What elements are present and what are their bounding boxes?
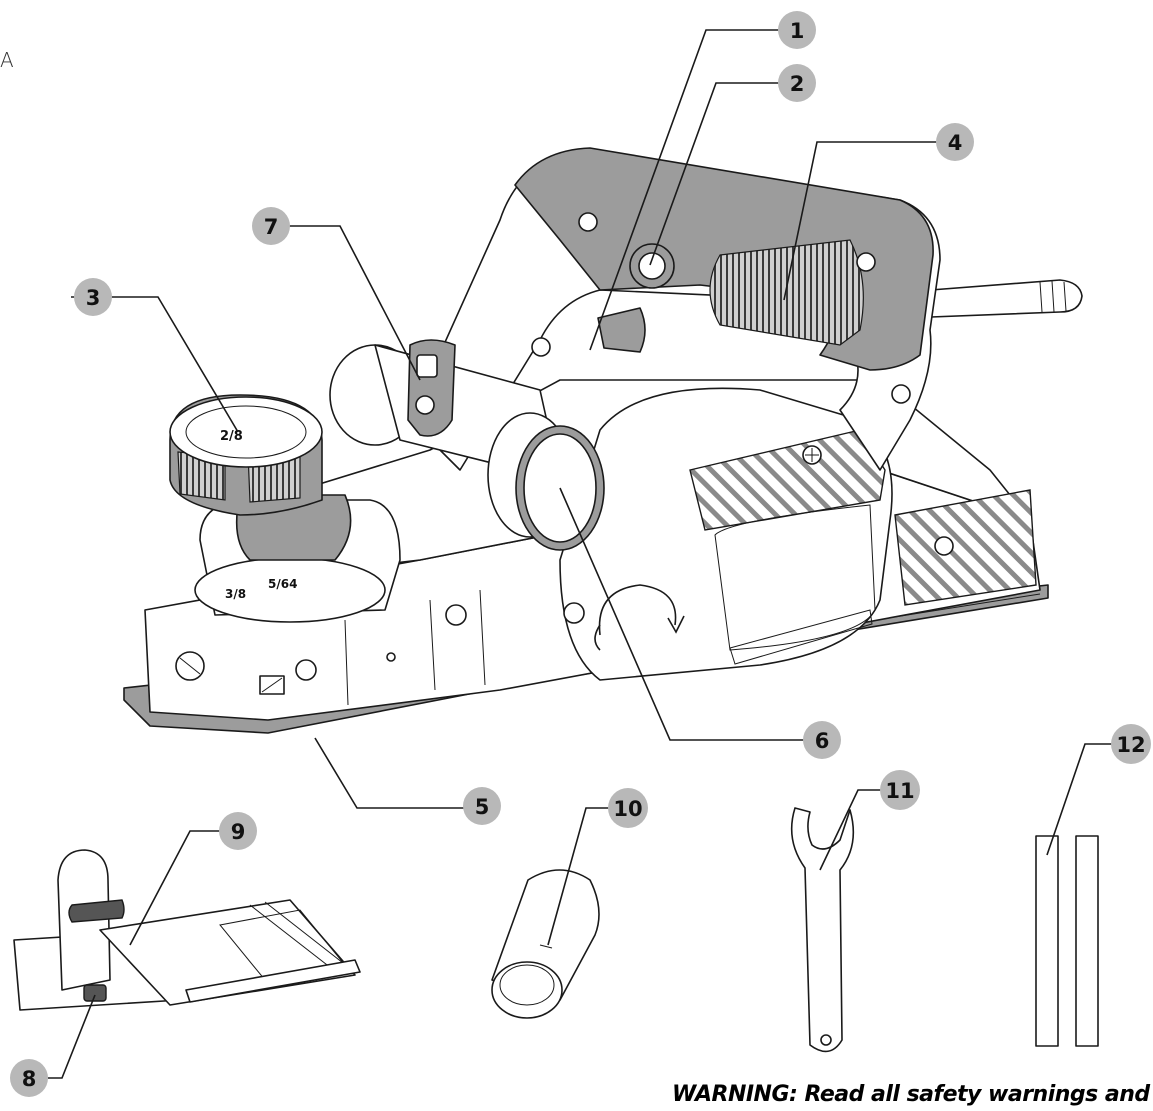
callout-4: 4 [936,123,974,161]
callout-11: 11 [880,770,920,810]
spanner [790,807,855,1053]
callout-8: 8 [10,1059,48,1097]
dial-scale-marking: 5/64 [268,577,297,591]
callout-9: 9 [219,812,257,850]
callout-number: 9 [231,820,246,844]
planer-blades [1035,835,1099,1047]
callout-3: 3 [74,278,112,316]
parallel-fence [13,849,361,1011]
callout-number: 4 [948,131,963,155]
callout-10: 10 [608,788,648,828]
callout-number: 1 [790,19,805,43]
callout-7: 7 [252,207,290,245]
callout-number: 7 [264,215,279,239]
callout-2: 2 [778,64,816,102]
depth-adjustment-knob: 2/8 3/8 5/64 [169,394,401,623]
callout-number: 6 [815,729,830,753]
callout-number: 2 [790,72,805,96]
callout-12: 12 [1111,724,1151,764]
callout-number: 3 [86,286,101,310]
callout-number: 10 [613,797,642,821]
cord-guard [904,279,1083,319]
callout-number: 8 [22,1067,37,1091]
callout-5: 5 [463,787,501,825]
dial-top-marking: 2/8 [220,429,243,444]
dust-adapter [491,869,600,1019]
callout-6: 6 [803,721,841,759]
chip-direction-lever [407,339,456,437]
callout-number: 5 [475,795,490,819]
main-handle [409,147,941,471]
callout-number: 12 [1116,733,1145,757]
dial-scale-marking: 3/8 [225,587,246,601]
warning-text: WARNING: Read all safety warnings and al… [672,1082,1153,1107]
callout-1: 1 [778,11,816,49]
figure-letter: A [0,48,14,72]
callout-number: 11 [885,779,914,803]
